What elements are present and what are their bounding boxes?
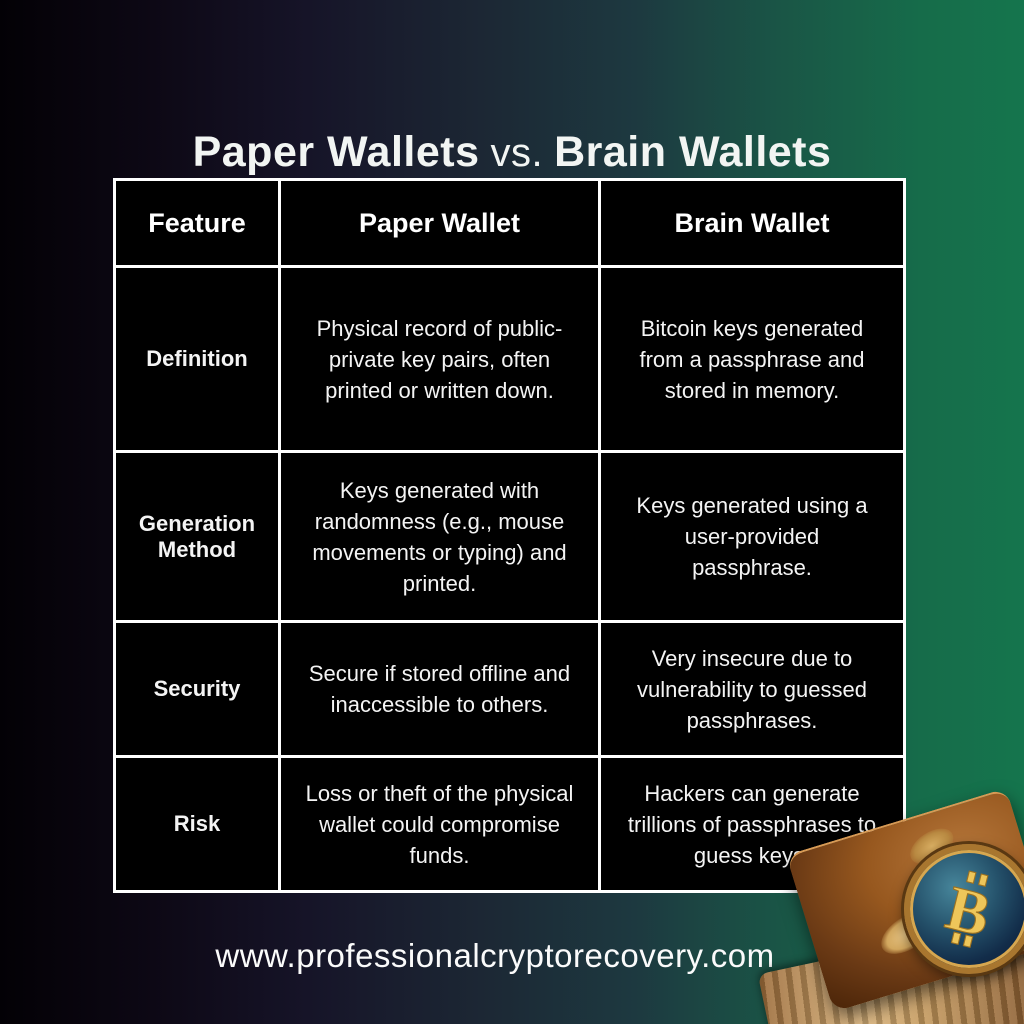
table-row: Security Secure if stored offline and in… bbox=[113, 620, 906, 758]
website-url: www.professionalcryptorecovery.com bbox=[215, 937, 775, 974]
table-row: Risk Loss or theft of the physical walle… bbox=[113, 755, 906, 893]
table-header-row: Feature Paper Wallet Brain Wallet bbox=[113, 178, 906, 268]
cell-generation-paper: Keys generated with randomness (e.g., mo… bbox=[278, 450, 601, 623]
cell-definition-paper: Physical record of public-private key pa… bbox=[278, 265, 601, 453]
bitcoin-symbol-icon: B bbox=[939, 870, 998, 950]
column-header-brain-wallet: Brain Wallet bbox=[598, 178, 906, 268]
row-label-security: Security bbox=[113, 620, 281, 758]
bitcoin-coin-icon: B bbox=[904, 844, 1024, 974]
cell-risk-paper: Loss or theft of the physical wallet cou… bbox=[278, 755, 601, 893]
bitcoin-symbol: B bbox=[940, 872, 998, 950]
cell-definition-brain: Bitcoin keys generated from a passphrase… bbox=[598, 265, 906, 453]
comparison-table: Feature Paper Wallet Brain Wallet Defini… bbox=[113, 178, 906, 893]
row-label-definition: Definition bbox=[113, 265, 281, 453]
title-paper-wallets: Paper Wallets bbox=[192, 127, 480, 176]
column-header-paper-wallet: Paper Wallet bbox=[278, 178, 601, 268]
table-row: Generation Method Keys generated with ra… bbox=[113, 450, 906, 623]
row-label-risk: Risk bbox=[113, 755, 281, 893]
cell-security-brain: Very insecure due to vulnerability to gu… bbox=[598, 620, 906, 758]
cell-security-paper: Secure if stored offline and inaccessibl… bbox=[278, 620, 601, 758]
table-row: Definition Physical record of public-pri… bbox=[113, 265, 906, 453]
column-header-feature: Feature bbox=[113, 178, 281, 268]
title-vs: vs. bbox=[490, 130, 544, 175]
bitcoin-wallet-illustration: B bbox=[757, 787, 1024, 1024]
title-brain-wallets: Brain Wallets bbox=[554, 127, 832, 176]
row-label-generation-method: Generation Method bbox=[113, 450, 281, 623]
cell-generation-brain: Keys generated using a user-provided pas… bbox=[598, 450, 906, 623]
